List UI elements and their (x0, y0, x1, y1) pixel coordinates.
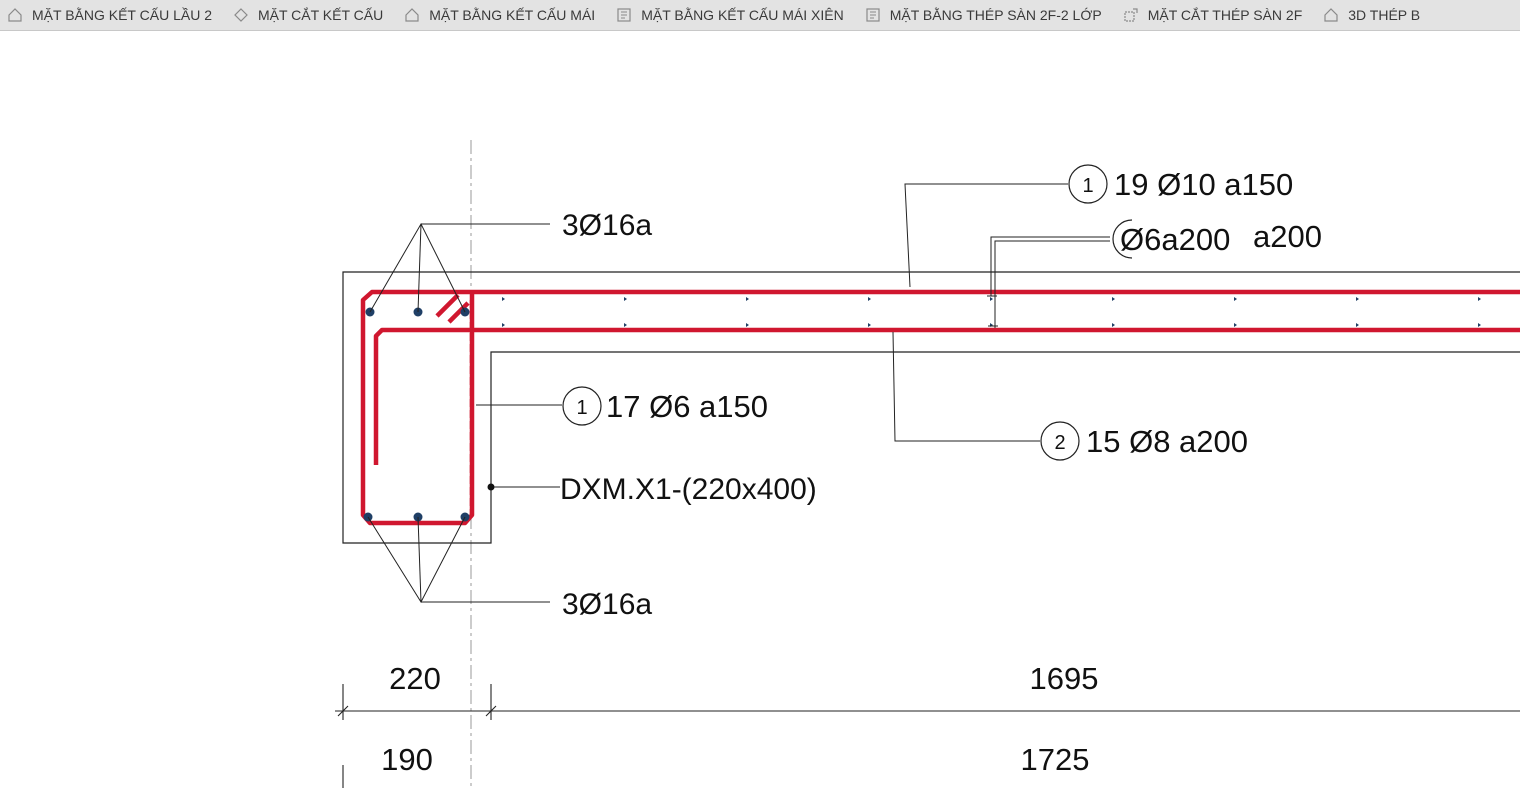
view-tab-label: MẶT BẰNG KẾT CẤU MÁI (429, 7, 596, 23)
rebar-2-bottom (373, 327, 1520, 465)
3d-view-icon (1322, 6, 1340, 24)
view-tab-bar: MẶT BẰNG KẾT CẤU LẦU 2 MẶT CẮT KẾT CẤU MẶT… (0, 0, 1520, 31)
distribution-bar-mark (502, 323, 505, 327)
beam-longitudinal-bars (363, 307, 470, 522)
section-icon (232, 6, 250, 24)
distribution-bar-mark (746, 323, 749, 327)
distribution-bar-mark (1112, 297, 1115, 301)
drawing-canvas[interactable]: 3Ø16a 3Ø16a DXM.X1-(220x400) 1 19 Ø10 a1… (0, 30, 1520, 788)
rebar-mark-circle (562, 386, 602, 426)
dim-1695[interactable]: 1695 (1030, 661, 1099, 696)
tag-beam-name[interactable]: DXM.X1-(220x400) (560, 473, 817, 506)
distribution-bar-mark (624, 297, 627, 301)
dim-220[interactable]: 220 (389, 661, 441, 696)
rebar-1-top-mark: 1 (1082, 175, 1093, 197)
view-tab-2[interactable]: MẶT CẮT KẾT CẤU (226, 0, 397, 30)
distribution-bar-mark (1234, 323, 1237, 327)
distribution-bar-mark (990, 297, 993, 301)
tag-rebar-2-bottom[interactable]: 15 Ø8 a200 (1086, 424, 1248, 459)
floor-plan-icon (6, 6, 24, 24)
distribution-bar-mark (746, 297, 749, 301)
rebar-2-bottom-mark: 2 (1054, 432, 1065, 454)
view-tab-label: MẶT BẰNG KẾT CẤU LẦU 2 (32, 7, 212, 23)
view-tab-7[interactable]: 3D THÉP B (1316, 0, 1434, 30)
view-tab-3[interactable]: MẶT BẰNG KẾT CẤU MÁI (397, 0, 609, 30)
dim-190[interactable]: 190 (381, 742, 433, 777)
distribution-bar-mark (1478, 297, 1481, 301)
view-tab-6[interactable]: MẶT CẮT THÉP SÀN 2F (1116, 0, 1317, 30)
rebar-mark-circle (1040, 421, 1080, 461)
dist-mark-circle (1112, 219, 1133, 259)
view-tab-5[interactable]: MẶT BẰNG THÉP SÀN 2F-2 LỚP (858, 0, 1116, 30)
leader-lines (367, 183, 1110, 604)
distribution-bar-mark (1356, 297, 1359, 301)
tag-dist-b[interactable]: a200 (1253, 219, 1322, 254)
distribution-bar-mark (624, 323, 627, 327)
distribution-bar-mark (502, 297, 505, 301)
tag-rebar-1-stirrup[interactable]: 17 Ø6 a150 (606, 389, 768, 424)
stirrup-hook (435, 293, 460, 318)
tag-top-bars[interactable]: 3Ø16a (562, 209, 652, 242)
view-tab-4[interactable]: MẶT BẰNG KẾT CẤU MÁI XIÊN (609, 0, 858, 30)
distribution-bar-mark (868, 297, 871, 301)
view-tab-label: MẶT BẰNG THÉP SÀN 2F-2 LỚP (889, 7, 1102, 23)
distribution-bar-mark (868, 323, 871, 327)
view-tab-label: MẶT CẮT KẾT CẤU (257, 7, 384, 23)
rebar-1-top (360, 289, 1520, 526)
dim-1725[interactable]: 1725 (1021, 742, 1090, 777)
stirrup-hook-2 (447, 301, 470, 324)
rebar-1-stirrup-mark: 1 (576, 397, 587, 419)
floor-plan-icon (403, 6, 421, 24)
tag-dist-a[interactable]: Ø6a200 (1120, 222, 1230, 257)
dimension-line-1 (335, 684, 1520, 788)
tag-rebar-1-top[interactable]: 19 Ø10 a150 (1114, 167, 1293, 202)
beam-leader-dot (487, 483, 495, 491)
concrete-outline (342, 271, 1520, 544)
distribution-bar-mark (1112, 323, 1115, 327)
distribution-bar-mark (1356, 323, 1359, 327)
sheet-icon (615, 6, 633, 24)
view-tab-label: MẶT CẮT THÉP SÀN 2F (1147, 7, 1303, 23)
tag-bottom-bars[interactable]: 3Ø16a (562, 588, 652, 621)
sheet-icon (864, 6, 882, 24)
view-tab-label: 3D THÉP B (1348, 7, 1421, 23)
rebar-group (360, 289, 1520, 526)
section-view-icon (1122, 6, 1140, 24)
distribution-bar-mark (1234, 297, 1237, 301)
view-tab-1[interactable]: MẶT BẰNG KẾT CẤU LẦU 2 (0, 0, 226, 30)
view-tab-label: MẶT BẰNG KẾT CẤU MÁI XIÊN (641, 7, 844, 23)
distribution-bar-mark (1478, 323, 1481, 327)
slab-distribution-bars (502, 297, 1481, 327)
rebar-mark-circle (1068, 164, 1108, 204)
